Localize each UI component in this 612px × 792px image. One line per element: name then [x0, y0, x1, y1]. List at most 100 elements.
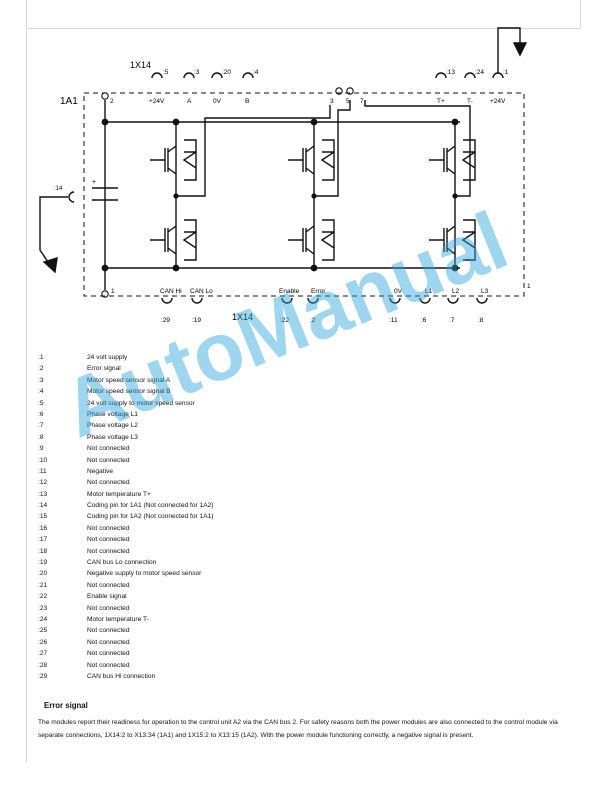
bottom-pin-num: :2 [310, 317, 316, 324]
pin-id: :10 [38, 456, 48, 464]
right-rule [580, 0, 581, 28]
top-rule [26, 28, 581, 29]
pin-desc: Not connected [87, 650, 130, 658]
table-row: :25 Not connected [38, 625, 558, 636]
pin-desc: Negative [87, 467, 114, 475]
pin-desc: Not connected [87, 524, 130, 532]
bottom-pin-name: CAN Lo [190, 288, 213, 295]
node-label: 3 [330, 98, 334, 105]
table-row: :24 Motor temperature T- [38, 614, 558, 625]
pin-id: :3 [38, 376, 44, 384]
pin-desc: Phase voltage L2 [87, 422, 138, 430]
pin-id: :19 [38, 559, 48, 567]
unit-label: 1A1 [60, 96, 78, 107]
node-label: 7 [360, 98, 364, 105]
bottom-pin-num: :19 [192, 317, 201, 324]
pin-desc: Not connected [87, 638, 130, 646]
table-row: :11 Negative [38, 466, 558, 477]
pin-desc: Coding pin for 1A1 (Not connected for 1A… [87, 502, 214, 510]
table-row: :1 24 volt supply [38, 352, 558, 363]
pin-desc: Not connected [87, 661, 130, 669]
pin-desc: Not connected [87, 627, 130, 635]
pin-desc: Motor temperature T+ [87, 490, 151, 498]
pin-id: :1 [38, 354, 44, 361]
pin-id: :5 [38, 399, 44, 407]
section-body: The modules report their readiness for o… [38, 719, 558, 740]
bottom-pin-num: :7 [449, 317, 455, 324]
pin-id: :26 [38, 638, 48, 646]
pin-desc: CAN bus Hi connection [87, 672, 156, 680]
table-row: :12 Not connected [38, 477, 558, 488]
pin-desc: Not connected [87, 547, 130, 555]
pin-desc: 24 volt supply to motor speed sensor [87, 399, 195, 407]
node-label: 1 [527, 283, 531, 290]
pin-desc: Not connected [87, 456, 130, 464]
top-pin-name: T+ [437, 98, 445, 105]
top-pin-name: A [187, 98, 192, 105]
top-pin-num: :13 [446, 69, 455, 76]
pin-id: :12 [38, 479, 48, 487]
table-row: :26 Not connected [38, 637, 558, 648]
pin-id: :14 [38, 502, 48, 510]
top-pin-num: :4 [253, 69, 259, 76]
table-row: :14 Coding pin for 1A1 (Not connected for… [38, 500, 558, 511]
bottom-pin-name: CAN Hi [160, 288, 182, 295]
top-pin-name: +24V [490, 98, 506, 105]
connector-top-label: 1X14 [130, 60, 151, 70]
pin-id: :25 [38, 627, 48, 635]
table-row: :4 Motor speed sensor signal B [38, 386, 558, 397]
bottom-pin-name: L3 [481, 288, 489, 295]
pin-id: :2 [38, 365, 44, 373]
pin-desc: 24 volt supply [87, 354, 128, 361]
bottom-pin-name: Error [311, 288, 326, 295]
bottom-pin-num: :6 [421, 317, 427, 324]
pin-desc: Not connected [87, 479, 130, 487]
bottom-pin-num: :8 [478, 317, 484, 324]
top-pin-num: :1 [503, 69, 509, 76]
pin-id: :28 [38, 661, 48, 669]
bottom-pin-name: L1 [425, 288, 433, 295]
pin-id: :27 [38, 650, 48, 658]
pin-id: :15 [38, 513, 48, 521]
pin-id: :22 [38, 593, 48, 601]
node-label: 2 [110, 98, 114, 105]
pin-id: :16 [38, 524, 48, 532]
left-rule [26, 0, 27, 762]
pin-desc: Phase voltage L1 [87, 410, 138, 418]
pin-id: :11 [38, 467, 47, 475]
node-label: 5 [346, 98, 350, 105]
pin-desc: Phase voltage L3 [87, 433, 138, 441]
bottom-pin-name: Enable [279, 288, 300, 295]
top-pin-name: +24V [149, 98, 165, 105]
bottom-pin-num: :29 [161, 317, 170, 324]
pin-id: :20 [38, 570, 48, 578]
bottom-pin-name: 0V [394, 288, 403, 295]
pin-id: :29 [38, 672, 48, 680]
pin-desc: Coding pin for 1A2 (Not connected for 1A… [87, 513, 214, 521]
top-pin-name: B [245, 98, 249, 105]
top-pin-numbers: :5 :3 :20 :4 :13 :24 :1 [163, 69, 509, 76]
table-row: :20 Negative supply to motor speed sensor [38, 568, 558, 579]
table-row: :15 Coding pin for 1A2 (Not connected for… [38, 511, 558, 522]
table-row: :22 Enable signal [38, 591, 558, 602]
pin-desc: Motor temperature T- [87, 615, 149, 623]
coding-pin-label: :14 [54, 186, 63, 192]
pin-desc: Not connected [87, 536, 130, 544]
table-row: :28 Not connected [38, 660, 558, 671]
section-title: Error signal [44, 701, 88, 710]
bottom-pin-name: L2 [452, 288, 460, 295]
pin-desc: Not connected [87, 604, 130, 612]
pin-desc: Enable signal [87, 593, 127, 601]
connector-bottom-label: 1X14 [232, 312, 253, 322]
table-row: :29 CAN bus Hi connection [38, 671, 558, 682]
pin-id: :4 [38, 388, 44, 396]
pin-desc: Negative supply to motor speed sensor [87, 570, 202, 578]
pin-desc: Motor speed sensor signal B [87, 388, 171, 396]
pin-id: :24 [38, 615, 48, 623]
